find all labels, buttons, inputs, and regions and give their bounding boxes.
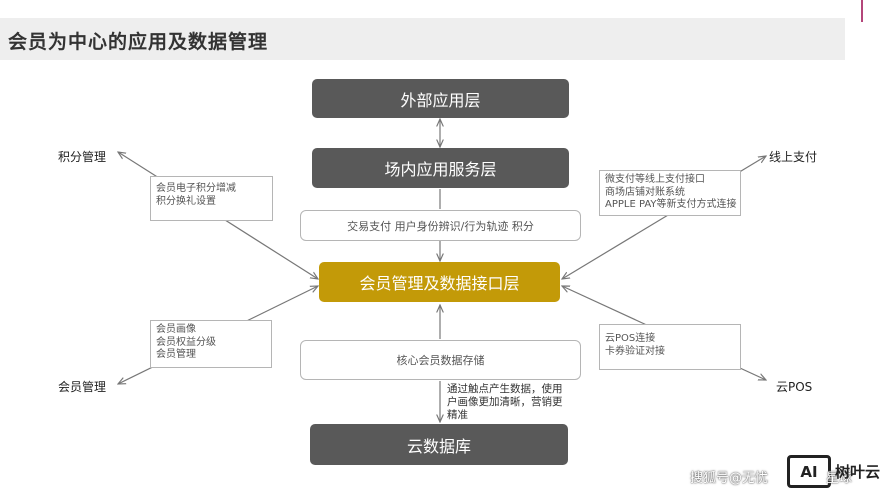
pos-note: 云POS连接 卡券验证对接 bbox=[599, 324, 741, 370]
page-title: 会员为中心的应用及数据管理 bbox=[8, 31, 269, 53]
brand-name: 树叶云 bbox=[835, 463, 881, 481]
note-line: 卡券验证对接 bbox=[605, 345, 665, 357]
note-line: 云POS连接 bbox=[605, 333, 656, 344]
cloud-db-box: 云数据库 bbox=[310, 424, 568, 465]
member-label: 会员管理 bbox=[58, 380, 107, 394]
payment-note: 微支付等线上支付接口 商场店铺对账系统 APPLE PAY等新支付方式连接 bbox=[599, 170, 741, 216]
note-line: 积分换礼设置 bbox=[156, 195, 216, 207]
external-layer-box: 外部应用层 bbox=[312, 79, 569, 118]
flow-note-line: 户画像更加清晰，营销更 bbox=[447, 396, 563, 408]
note-line: 微支付等线上支付接口 bbox=[605, 174, 705, 185]
note-line: 商场店铺对账系统 bbox=[605, 186, 685, 198]
note-line: 会员电子积分增减 bbox=[156, 183, 236, 194]
note-line: 会员画像 bbox=[156, 324, 196, 335]
points-note: 会员电子积分增减 积分换礼设置 bbox=[150, 176, 273, 221]
ai-logo: AI bbox=[787, 455, 831, 488]
note-line: APPLE PAY等新支付方式连接 bbox=[605, 199, 737, 210]
member-note: 会员画像 会员权益分级 会员管理 bbox=[150, 320, 272, 368]
points-label: 积分管理 bbox=[58, 150, 107, 164]
title-bar: 会员为中心的应用及数据管理 bbox=[0, 18, 845, 60]
venue-layer-box: 场内应用服务层 bbox=[312, 148, 569, 188]
watermark-text: 搜狐号@无忧 bbox=[690, 471, 769, 486]
note-line: 会员管理 bbox=[156, 349, 196, 360]
flow-note-line: 精准 bbox=[447, 409, 468, 421]
payment-label: 线上支付 bbox=[769, 150, 818, 164]
functions-box: 交易支付 用户身份辨识/行为轨迹 积分 bbox=[300, 210, 581, 241]
note-line: 会员权益分级 bbox=[156, 336, 216, 348]
flow-note-line: 通过触点产生数据，使用 bbox=[447, 383, 563, 395]
watermark-tail: 星球 bbox=[826, 471, 853, 486]
flow-note: 通过触点产生数据，使用 户画像更加清晰，营销更 精准 bbox=[447, 383, 563, 422]
accent-line bbox=[861, 0, 863, 22]
storage-box: 核心会员数据存储 bbox=[300, 340, 581, 380]
member-layer-box: 会员管理及数据接口层 bbox=[319, 262, 560, 302]
pos-label: 云POS bbox=[776, 380, 813, 394]
